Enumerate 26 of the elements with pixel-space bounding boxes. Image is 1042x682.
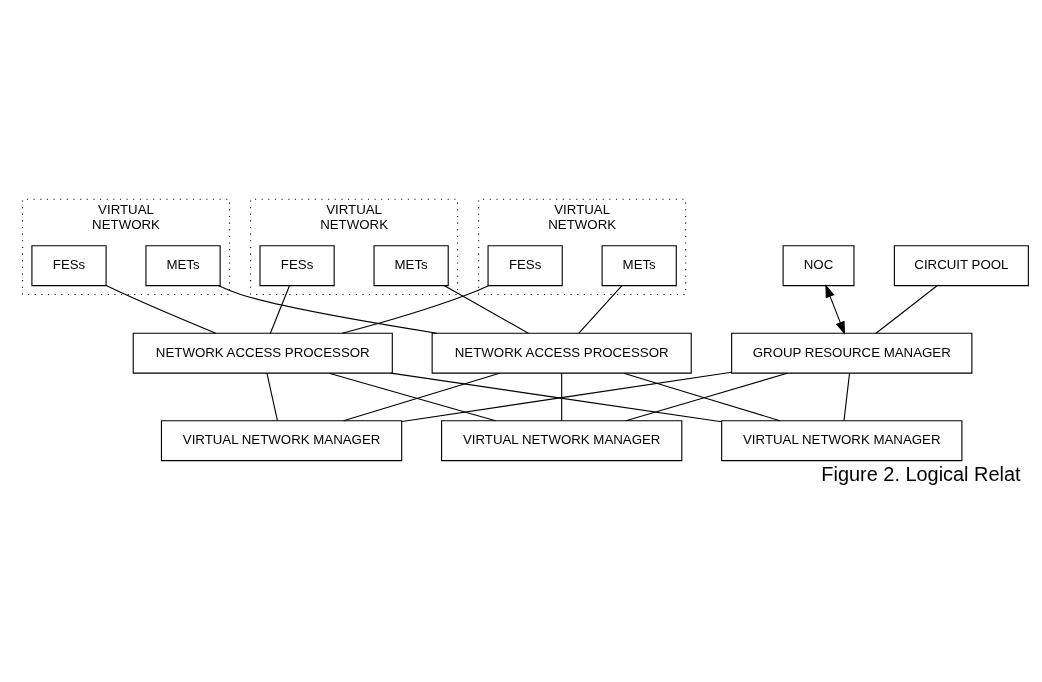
connector <box>443 285 529 334</box>
node-box: FESs <box>487 245 563 287</box>
connector <box>875 285 938 334</box>
node-box: NETWORK ACCESS PROCESSOR <box>431 332 692 374</box>
node-box: NOC <box>782 245 855 287</box>
node-box: FESs <box>259 245 335 287</box>
node-box: GROUP RESOURCE MANAGER <box>731 332 973 374</box>
connector <box>218 285 438 334</box>
connector <box>843 372 851 422</box>
node-box: FESs <box>31 245 107 287</box>
node-box: METs <box>601 245 677 287</box>
node-box: METs <box>373 245 449 287</box>
connector <box>105 284 217 334</box>
connector <box>341 285 489 334</box>
node-box: VIRTUAL NETWORK MANAGER <box>441 420 683 462</box>
connector <box>266 372 278 422</box>
connector <box>578 285 623 334</box>
connector <box>561 372 563 422</box>
node-box: NETWORK ACCESS PROCESSOR <box>132 332 393 374</box>
node-box: CIRCUIT POOL <box>893 245 1029 287</box>
caption: Figure 2. Logical Relat <box>821 462 1021 485</box>
node-box: METs <box>145 245 221 287</box>
connector <box>269 285 290 334</box>
arrow <box>825 284 846 335</box>
node-box: VIRTUAL NETWORK MANAGER <box>721 420 963 462</box>
node-box: VIRTUAL NETWORK MANAGER <box>160 420 403 462</box>
